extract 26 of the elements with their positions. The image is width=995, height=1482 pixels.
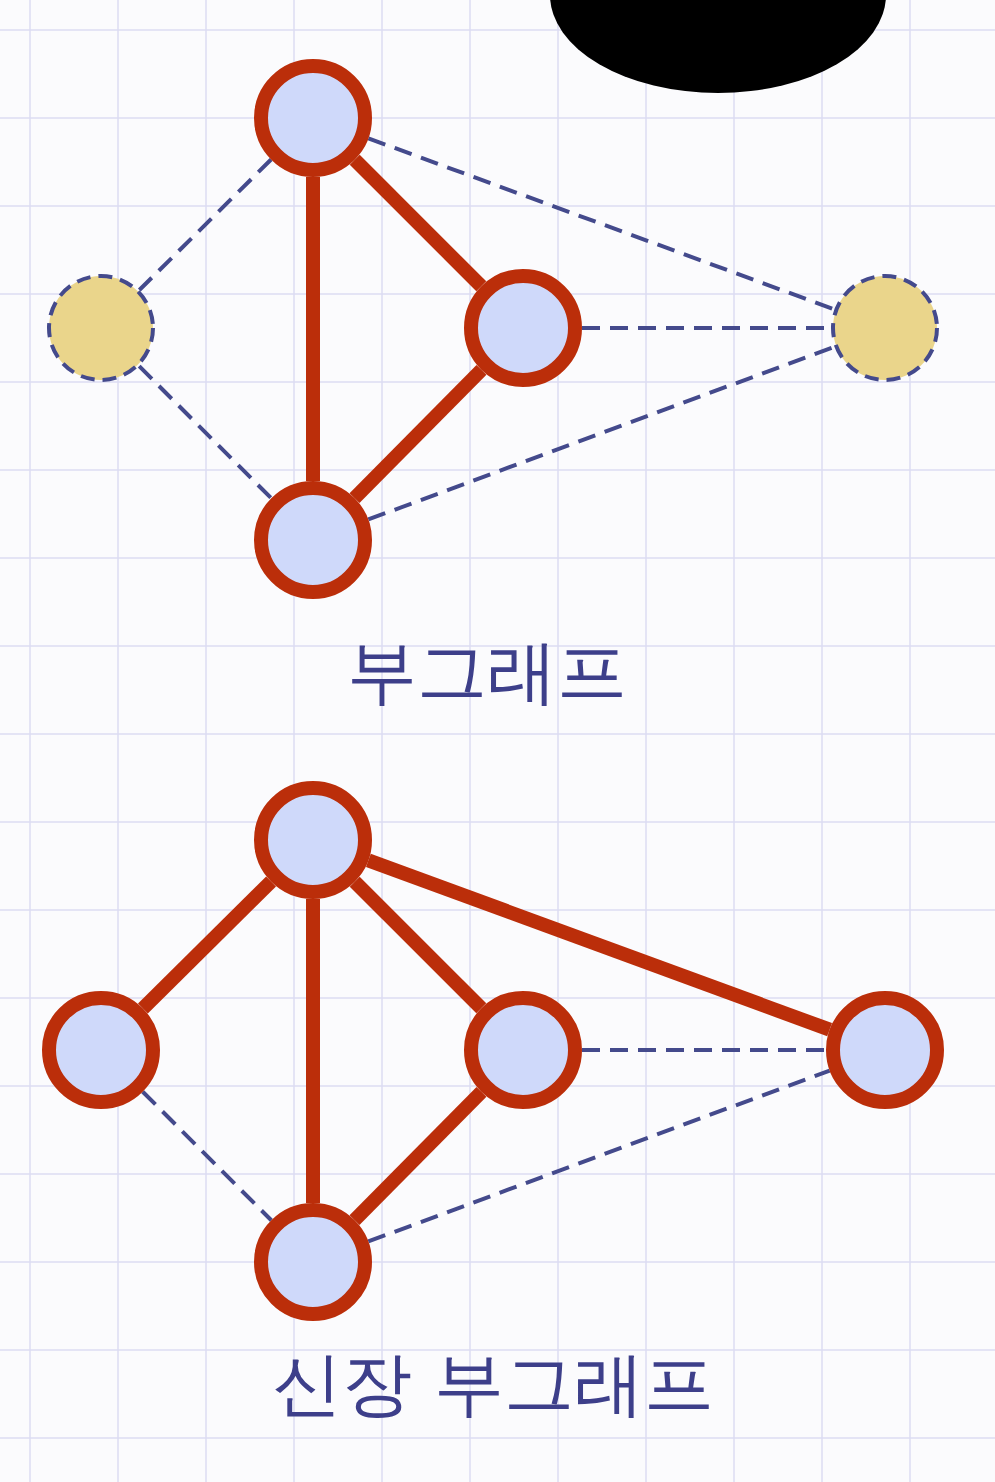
dashed-edge xyxy=(141,1090,273,1222)
dashed-edge xyxy=(137,158,273,292)
edge-line xyxy=(138,876,276,1014)
edge-line xyxy=(306,177,320,481)
vertex-circle xyxy=(47,274,155,382)
vertex-circle xyxy=(464,991,582,1109)
vertex-circle xyxy=(831,274,939,382)
vertex-circle xyxy=(254,59,372,177)
graph-caption: 부그래프 xyxy=(347,630,627,714)
dashed-edge xyxy=(367,136,835,312)
edge-line xyxy=(365,853,833,1037)
dashed-edge xyxy=(367,1068,831,1244)
edge-line xyxy=(349,1087,487,1225)
dashed-edge xyxy=(137,364,273,500)
edge-line xyxy=(349,365,487,503)
vertex-circle xyxy=(464,269,582,387)
vertex-circle xyxy=(254,481,372,599)
graph-caption: 신장 부그래프 xyxy=(271,1342,715,1426)
edge-line xyxy=(306,899,320,1203)
vertex-circle xyxy=(254,781,372,899)
edge-line xyxy=(349,876,487,1014)
vertex-circle xyxy=(826,991,944,1109)
vertex-circle xyxy=(254,1203,372,1321)
edge-line xyxy=(349,154,487,292)
vertex-circle xyxy=(42,991,160,1109)
dashed-edge xyxy=(582,1048,826,1052)
